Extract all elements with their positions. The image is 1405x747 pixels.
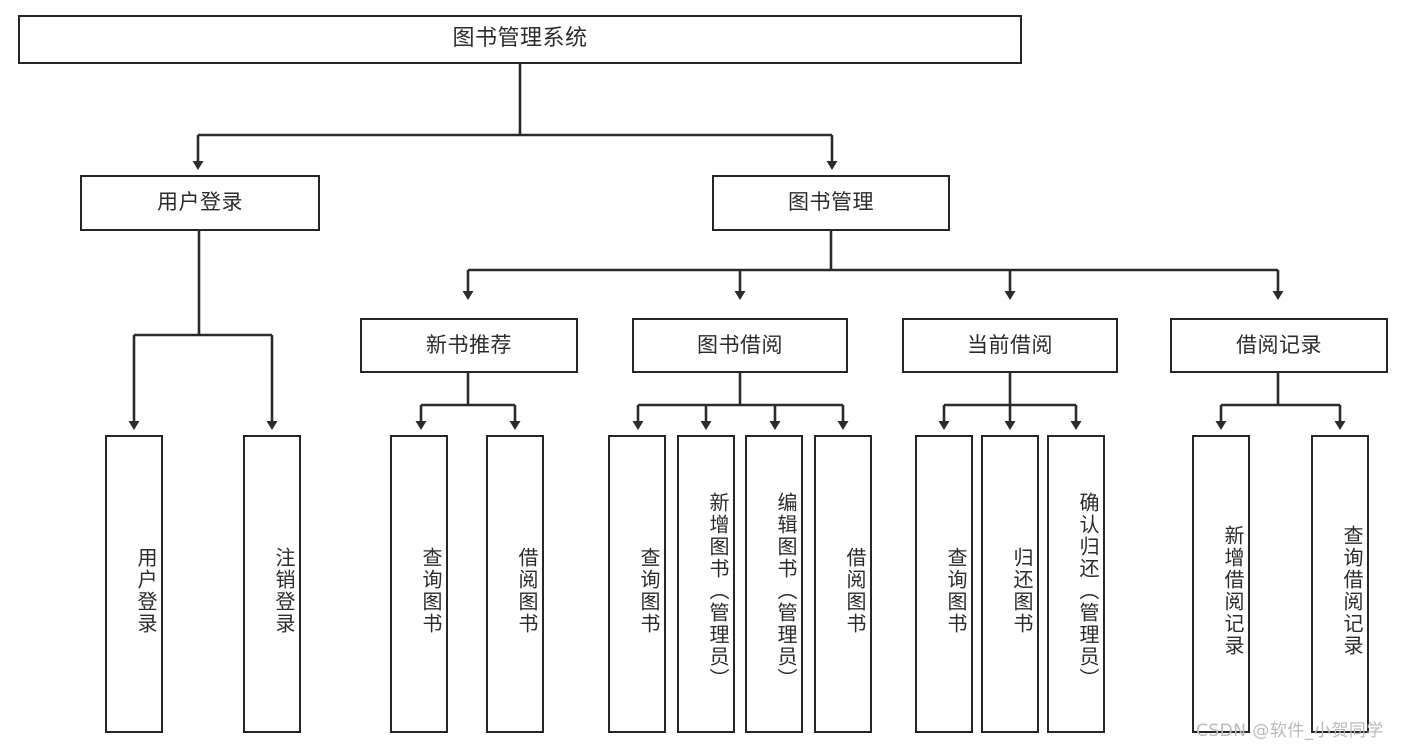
node-label: 借阅记录 [1236,332,1322,357]
csdn-watermark: CSDN @软件_小贺同学 [1196,721,1384,741]
node-label: 用户登录 [134,547,158,635]
node-borrow-record[interactable]: 借阅记录 [1170,318,1388,373]
node-user-login[interactable]: 用户登录 [80,175,320,231]
node-label: 查询图书 [944,547,968,635]
node-label: 借阅图书 [515,547,539,635]
node-label: 查询借阅记录 [1340,525,1364,657]
node-label: 借阅图书 [843,547,867,635]
node-current-borrow[interactable]: 当前借阅 [902,318,1118,373]
node-root-book-management-system[interactable]: 图书管理系统 [18,15,1022,64]
node-label: 新增图书（管理员） [706,492,730,690]
node-label: 查询图书 [419,547,443,635]
node-label: 图书管理 [788,190,874,215]
node-leaf-borrow-book[interactable]: 借阅图书 [814,435,872,733]
node-leaf-confirm-return-admin[interactable]: 确认归还（管理员） [1047,435,1105,733]
node-label: 图书管理系统 [452,26,588,52]
node-label: 图书借阅 [697,332,783,357]
node-book-borrow[interactable]: 图书借阅 [632,318,848,373]
node-label: 归还图书 [1010,547,1034,635]
node-leaf-user-login[interactable]: 用户登录 [105,435,163,733]
node-leaf-borrow-book-new[interactable]: 借阅图书 [486,435,544,733]
node-leaf-query-borrow-record[interactable]: 查询借阅记录 [1311,435,1369,733]
node-leaf-logout[interactable]: 注销登录 [243,435,301,733]
node-label: 用户登录 [157,190,243,215]
node-label: 查询图书 [637,547,661,635]
node-new-book-recommend[interactable]: 新书推荐 [360,318,578,373]
node-leaf-add-book-admin[interactable]: 新增图书（管理员） [677,435,735,733]
node-label: 确认归还（管理员） [1076,492,1100,690]
node-label: 编辑图书（管理员） [774,492,798,690]
node-leaf-edit-book-admin[interactable]: 编辑图书（管理员） [745,435,803,733]
node-leaf-add-borrow-record[interactable]: 新增借阅记录 [1192,435,1250,733]
node-label: 注销登录 [272,547,296,635]
node-label: 新增借阅记录 [1221,525,1245,657]
node-label: 新书推荐 [426,332,512,357]
node-book-management[interactable]: 图书管理 [712,175,950,231]
node-leaf-return-book[interactable]: 归还图书 [981,435,1039,733]
node-leaf-query-book[interactable]: 查询图书 [608,435,666,733]
node-label: 当前借阅 [967,332,1053,357]
node-leaf-query-book-current[interactable]: 查询图书 [915,435,973,733]
node-leaf-query-book-new[interactable]: 查询图书 [390,435,448,733]
